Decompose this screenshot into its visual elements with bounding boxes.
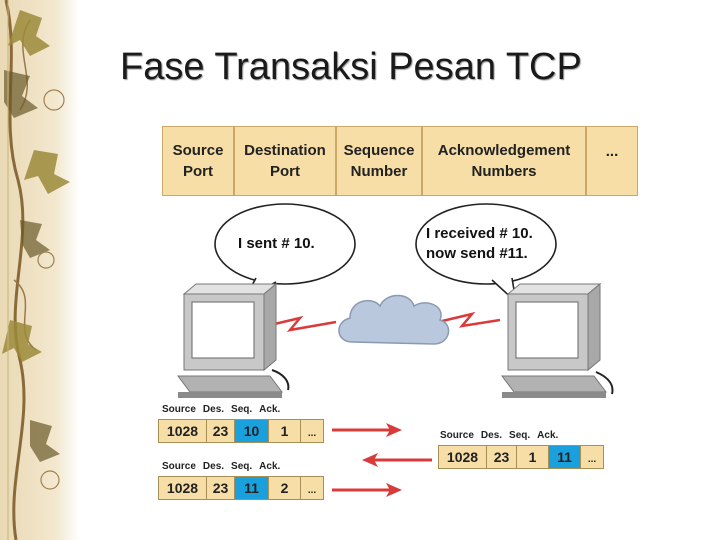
packet-cell-highlighted: 11 (549, 446, 581, 468)
network-diagram (177, 203, 614, 497)
header-field-sequence-number: Sequence Number (336, 126, 422, 196)
arrow-left-icon (362, 453, 432, 467)
header-field-ellipsis: ... (586, 126, 638, 196)
packet-cell: 23 (207, 477, 235, 499)
header-field-line2: Number (350, 163, 408, 180)
computer-icon (501, 282, 614, 398)
packet-cell: 23 (207, 420, 235, 442)
packet-label: Des. (480, 430, 503, 441)
link-line (265, 315, 337, 332)
packet-cell: 1028 (159, 477, 207, 499)
header-field-destination-port: Destination Port (234, 126, 336, 196)
computer-icon (177, 282, 290, 398)
packet-3: 1028 23 11 2 ... (158, 476, 324, 500)
packet-2-labels: Source Des. Seq. Ack. (440, 430, 558, 441)
arrow-right-icon (332, 423, 402, 437)
packet-cell-highlighted: 11 (235, 477, 269, 499)
header-field-line2: Port (183, 163, 213, 180)
vine-border (0, 0, 80, 540)
header-field-line1: Acknowledgement (437, 142, 571, 159)
header-field-line2: Port (270, 163, 300, 180)
bubble-line1: I received # 10. (426, 225, 533, 242)
packet-cell: 1 (269, 420, 301, 442)
header-field-line1: Destination (244, 142, 326, 159)
packet-cell: 2 (269, 477, 301, 499)
packet-label: Seq. (509, 430, 531, 441)
slide-title: Fase Transaksi Pesan TCP (120, 46, 582, 88)
packet-1: 1028 23 10 1 ... (158, 419, 324, 443)
header-field-line1: Sequence (343, 142, 415, 159)
link-line (437, 311, 501, 328)
packet-cell-highlighted: 10 (235, 420, 269, 442)
bubble-right-text: I received # 10. now send #11. (426, 224, 533, 264)
bubble-line2: now send #11. (426, 245, 528, 262)
packet-label: Source (162, 461, 196, 472)
packet-cell: 23 (487, 446, 517, 468)
packet-cell: 1028 (439, 446, 487, 468)
packet-label: Source (440, 430, 474, 441)
packet-label: Ack. (537, 430, 559, 441)
header-field-line1: Source (172, 142, 224, 159)
packet-cell: 1028 (159, 420, 207, 442)
header-field-line1: ... (605, 143, 619, 160)
bubble-left-text: I sent # 10. (238, 234, 315, 254)
packet-cell: 1 (517, 446, 549, 468)
header-field-acknowledgement-numbers: Acknowledgement Numbers (422, 126, 586, 196)
packet-2: 1028 23 1 11 ... (438, 445, 604, 469)
packet-label: Source (162, 404, 196, 415)
arrow-right-icon (332, 483, 402, 497)
header-field-line2: Numbers (471, 163, 537, 180)
packet-label: Seq. (231, 461, 253, 472)
packet-cell: ... (587, 454, 597, 465)
packet-3-labels: Source Des. Seq. Ack. (162, 461, 280, 472)
header-field-source-port: Source Port (162, 126, 234, 196)
packet-label: Ack. (259, 461, 281, 472)
packet-cell: ... (307, 428, 317, 439)
bubble-line1: I sent # 10. (238, 235, 315, 252)
packet-1-labels: Source Des. Seq. Ack. (162, 404, 280, 415)
packet-label: Des. (202, 461, 225, 472)
packet-label: Seq. (231, 404, 253, 415)
packet-label: Des. (202, 404, 225, 415)
cloud-icon (338, 294, 450, 345)
packet-label: Ack. (259, 404, 281, 415)
packet-cell: ... (307, 485, 317, 496)
